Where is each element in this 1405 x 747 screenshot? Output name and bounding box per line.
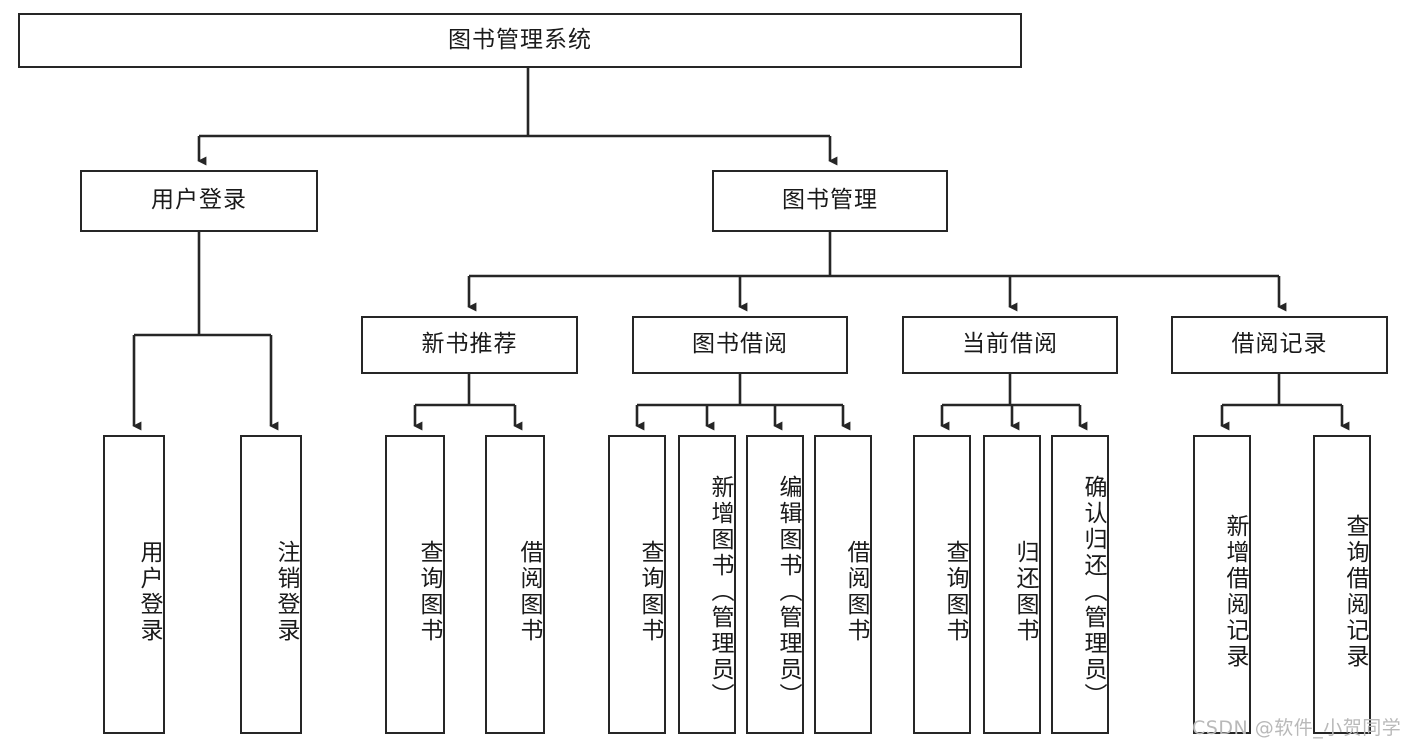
leaf-node[interactable]: 借阅图书 (814, 435, 872, 734)
leaf-label: 查询图书 (637, 539, 663, 644)
csdn-watermark: CSDN @软件_小贺同学 (1192, 717, 1402, 739)
node-book-management[interactable]: 图书管理 (712, 170, 948, 232)
leaf-label: 借阅图书 (843, 539, 869, 644)
leaf-node[interactable]: 新增图书（管理员） (678, 435, 736, 734)
leaf-node[interactable]: 新增借阅记录 (1193, 435, 1251, 734)
leaf-label: 归还图书 (1012, 539, 1038, 644)
leaf-label: 查询图书 (416, 539, 442, 644)
node-user-login[interactable]: 用户登录 (80, 170, 318, 232)
leaf-node[interactable]: 注销登录 (240, 435, 302, 734)
node-new-book-recommend[interactable]: 新书推荐 (361, 316, 578, 374)
leaf-label: 编辑图书（管理员） (775, 474, 801, 709)
leaf-node[interactable]: 查询图书 (608, 435, 666, 734)
leaf-label: 查询图书 (942, 539, 968, 644)
leaf-label: 新增借阅记录 (1222, 513, 1248, 670)
leaf-node[interactable]: 归还图书 (983, 435, 1041, 734)
leaf-label: 注销登录 (273, 539, 299, 644)
leaf-label: 查询借阅记录 (1342, 513, 1368, 670)
leaf-label: 新增图书（管理员） (707, 474, 733, 709)
leaf-node[interactable]: 编辑图书（管理员） (746, 435, 804, 734)
leaf-node[interactable]: 查询图书 (385, 435, 445, 734)
leaf-node[interactable]: 查询借阅记录 (1313, 435, 1371, 734)
leaf-label: 确认归还（管理员） (1080, 474, 1106, 709)
leaf-node[interactable]: 借阅图书 (485, 435, 545, 734)
node-root-system[interactable]: 图书管理系统 (18, 13, 1022, 68)
leaf-label: 用户登录 (136, 539, 162, 644)
node-current-borrow[interactable]: 当前借阅 (902, 316, 1118, 374)
leaf-node[interactable]: 用户登录 (103, 435, 165, 734)
node-book-borrow[interactable]: 图书借阅 (632, 316, 848, 374)
leaf-node[interactable]: 查询图书 (913, 435, 971, 734)
node-borrow-record[interactable]: 借阅记录 (1171, 316, 1388, 374)
leaf-node[interactable]: 确认归还（管理员） (1051, 435, 1109, 734)
leaf-label: 借阅图书 (516, 539, 542, 644)
